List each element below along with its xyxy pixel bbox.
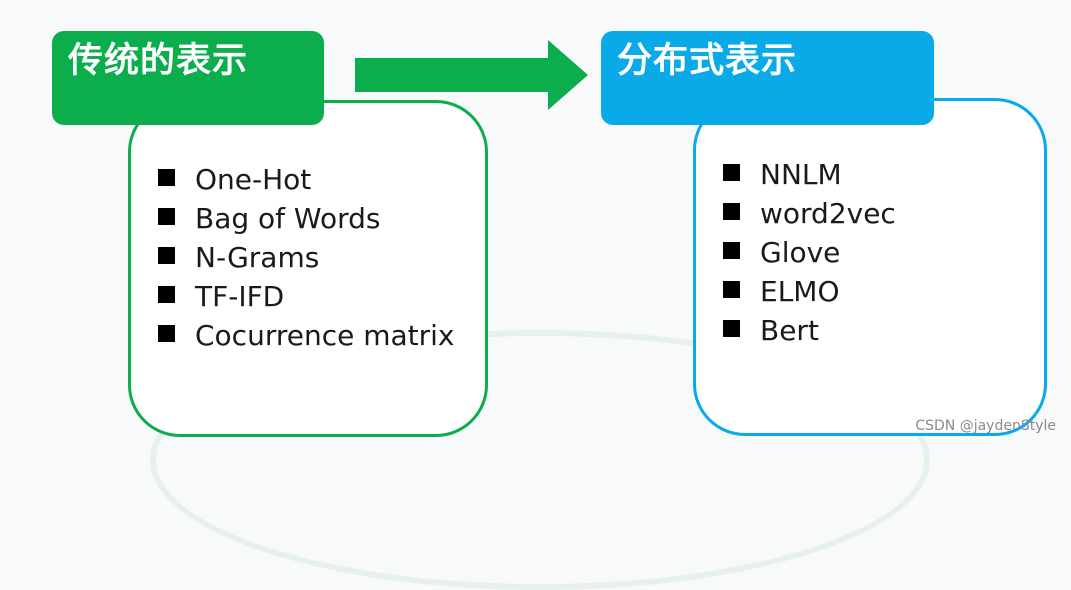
list-item: One-Hot	[158, 160, 455, 199]
list-item: Bert	[723, 311, 896, 350]
list-item-label: word2vec	[760, 197, 896, 230]
list-item-label: Bag of Words	[195, 202, 381, 235]
square-bullet-icon	[723, 203, 740, 220]
distributed-representation-box	[693, 98, 1047, 436]
square-bullet-icon	[158, 247, 175, 264]
square-bullet-icon	[723, 320, 740, 337]
square-bullet-icon	[723, 242, 740, 259]
list-item: ELMO	[723, 272, 896, 311]
list-item: N-Grams	[158, 238, 455, 277]
list-item-label: One-Hot	[195, 163, 312, 196]
list-item-label: Cocurrence matrix	[195, 319, 455, 352]
list-item: TF-IFD	[158, 277, 455, 316]
list-item-label: TF-IFD	[195, 280, 285, 313]
watermark: CSDN @jaydenStyle	[915, 418, 1056, 434]
list-item-label: NNLM	[760, 158, 842, 191]
square-bullet-icon	[158, 208, 175, 225]
list-item: Bag of Words	[158, 199, 455, 238]
distributed-representation-header: 分布式表示	[601, 31, 934, 125]
right-arrow-icon	[355, 40, 588, 110]
square-bullet-icon	[158, 286, 175, 303]
list-item-label: N-Grams	[195, 241, 320, 274]
traditional-methods-list: One-Hot Bag of Words N-Grams TF-IFD Cocu…	[158, 160, 455, 355]
list-item: Glove	[723, 233, 896, 272]
square-bullet-icon	[723, 164, 740, 181]
square-bullet-icon	[723, 281, 740, 298]
square-bullet-icon	[158, 325, 175, 342]
list-item-label: Glove	[760, 236, 841, 269]
list-item: Cocurrence matrix	[158, 316, 455, 355]
traditional-representation-header: 传统的表示	[52, 31, 324, 125]
list-item-label: ELMO	[760, 275, 840, 308]
list-item-label: Bert	[760, 314, 819, 347]
list-item: word2vec	[723, 194, 896, 233]
list-item: NNLM	[723, 155, 896, 194]
square-bullet-icon	[158, 169, 175, 186]
traditional-representation-box	[128, 100, 488, 437]
distributed-methods-list: NNLM word2vec Glove ELMO Bert	[723, 155, 896, 350]
